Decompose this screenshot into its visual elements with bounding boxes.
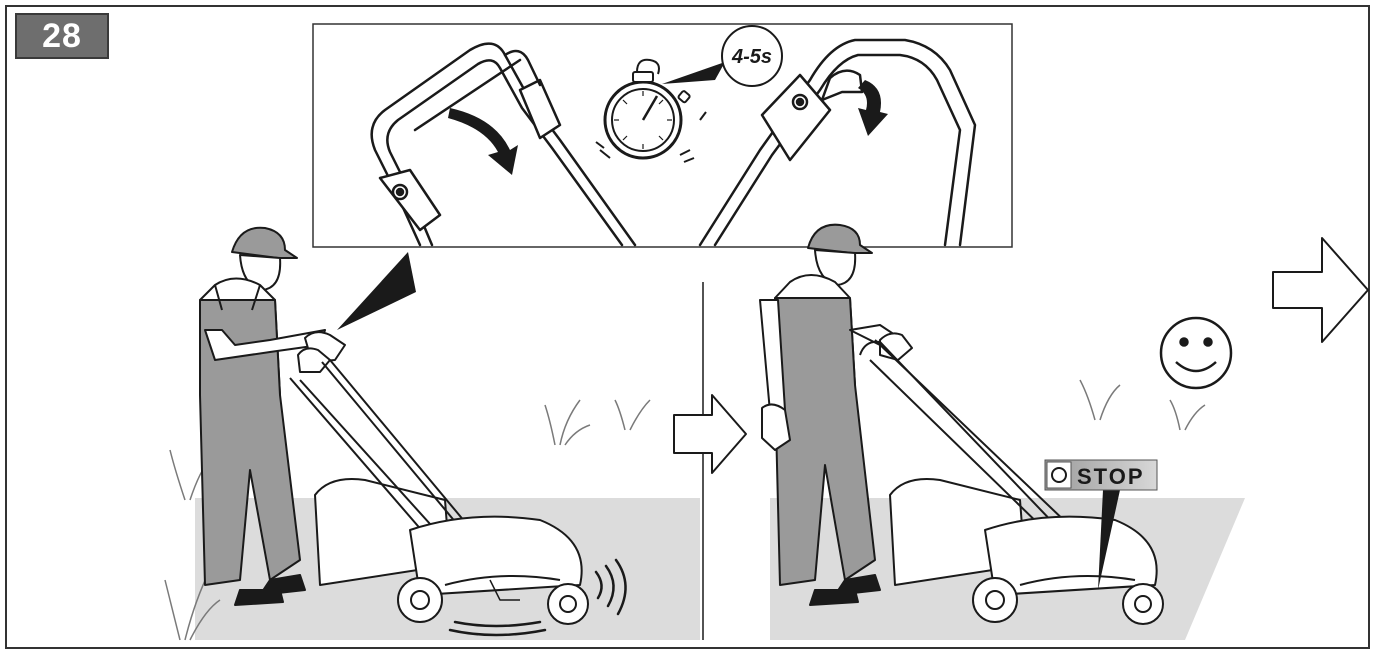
operator-right (759, 223, 913, 606)
smiley-face-icon (1159, 316, 1233, 390)
right-scene: STOP (759, 223, 1245, 640)
left-scene (164, 226, 700, 641)
figure-border (5, 5, 1370, 649)
stop-label: STOP (1077, 464, 1145, 489)
detail-callout-pointer (337, 252, 416, 330)
grass-tufts-right (1079, 379, 1206, 431)
timer-label: 4-5s (731, 46, 772, 68)
timer-bubble (721, 25, 783, 87)
vibration-marks (448, 558, 627, 637)
step-number-badge: 28 (15, 13, 109, 59)
timer-pointer (662, 62, 725, 84)
lawn-mower-stopped (859, 339, 1164, 625)
handle-detail-inset: 4-5s (312, 23, 1013, 248)
lawn-mower-running (289, 359, 589, 625)
handle-right-detail (698, 38, 977, 247)
handle-left-detail (370, 42, 637, 247)
stop-indicator: STOP (1044, 459, 1158, 590)
pull-arrow-left (448, 108, 518, 175)
operator-left (199, 226, 346, 606)
right-arrow-icon (673, 394, 747, 474)
off-circle-icon (1051, 467, 1067, 483)
stop-pointer (1098, 490, 1120, 590)
next-arrow-icon (1272, 237, 1369, 343)
release-arrow-right (858, 80, 888, 136)
stopwatch-icon (595, 58, 707, 163)
